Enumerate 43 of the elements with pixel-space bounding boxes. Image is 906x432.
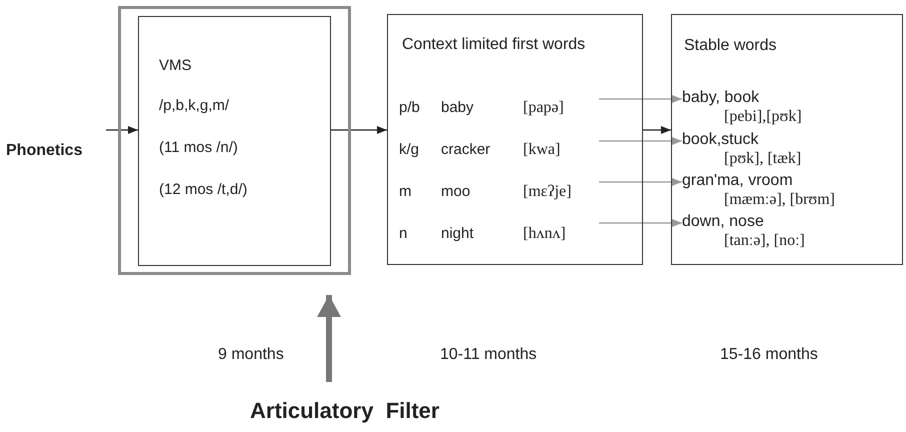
transcription: [mæmːə], [brʊm] bbox=[724, 191, 835, 209]
word-label: gran'ma, vroom bbox=[682, 172, 793, 190]
filter-arrow bbox=[317, 295, 341, 382]
arrow bbox=[599, 137, 682, 145]
stage-box bbox=[387, 14, 643, 265]
filter-frame bbox=[118, 6, 351, 275]
transcription: [tanːə], [noː] bbox=[724, 232, 805, 250]
stage-box bbox=[671, 14, 903, 265]
word-label: baby, book bbox=[682, 89, 760, 107]
box-heading: VMS bbox=[159, 57, 192, 74]
transcription: [pebi],[pʊk] bbox=[724, 108, 802, 126]
arrow bbox=[643, 126, 671, 134]
phone-list: /p,b,k,g,m/ bbox=[159, 97, 230, 114]
note: (12 mos /t,d/) bbox=[159, 181, 248, 198]
word-label: baby bbox=[441, 99, 474, 116]
arrow bbox=[331, 126, 387, 134]
transcription: [pʊk], [tæk] bbox=[724, 150, 802, 168]
arrow bbox=[599, 219, 682, 227]
word-label: moo bbox=[441, 183, 470, 200]
phoneme-label: k/g bbox=[399, 141, 420, 158]
filter-label: Articulatory Filter bbox=[250, 398, 440, 424]
transcription: [hʌnʌ] bbox=[523, 225, 566, 243]
arrow bbox=[106, 126, 138, 134]
note: (11 mos /n/) bbox=[159, 139, 238, 156]
transcription: [papə] bbox=[523, 99, 564, 117]
box-heading: Context limited first words bbox=[402, 36, 586, 54]
arrow bbox=[599, 95, 682, 103]
age-label: 9 months bbox=[218, 346, 284, 364]
word-label: cracker bbox=[441, 141, 490, 158]
transcription: [kwa] bbox=[523, 141, 560, 159]
phoneme-label: m bbox=[399, 183, 412, 200]
word-label: book,stuck bbox=[682, 131, 758, 149]
age-label: 10-11 months bbox=[440, 346, 537, 364]
input-label: Phonetics bbox=[6, 142, 82, 160]
box-heading: Stable words bbox=[684, 37, 776, 55]
stage-box bbox=[138, 16, 331, 266]
arrow bbox=[599, 178, 682, 186]
phoneme-label: n bbox=[399, 225, 408, 242]
phoneme-label: p/b bbox=[399, 99, 420, 116]
age-label: 15-16 months bbox=[720, 346, 818, 364]
word-label: down, nose bbox=[682, 213, 764, 231]
word-label: night bbox=[441, 225, 474, 242]
transcription: [mɛʔje] bbox=[523, 183, 572, 201]
